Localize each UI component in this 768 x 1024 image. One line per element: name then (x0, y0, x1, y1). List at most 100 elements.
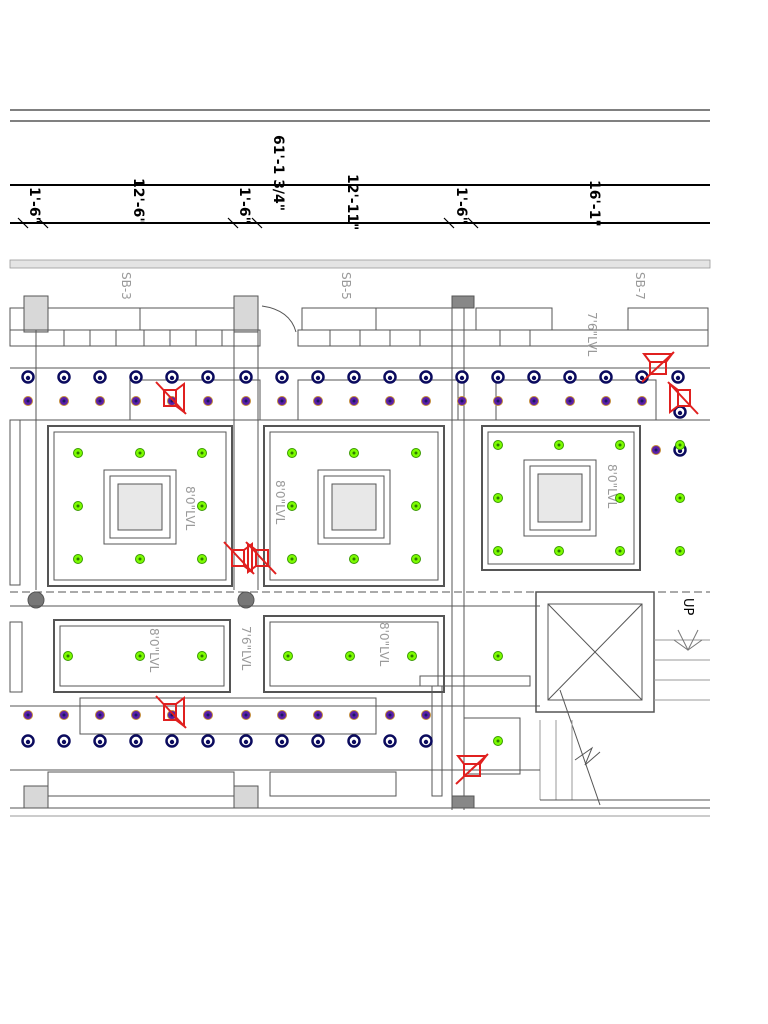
speaker-icon (245, 541, 277, 575)
beam-label: SB-5 (339, 272, 353, 300)
accent-light-icon (651, 445, 661, 455)
cove-light-icon (383, 370, 397, 384)
cove-light-icon (201, 370, 215, 384)
dimension-segment: 16'-1" (586, 180, 602, 227)
cove-light-icon (21, 734, 35, 748)
downlight-icon (675, 440, 685, 450)
downlight-icon (493, 546, 503, 556)
accent-light-icon (59, 710, 69, 720)
accent-light-icon (203, 710, 213, 720)
downlight-icon (287, 501, 297, 511)
downlight-icon (493, 651, 503, 661)
downlight-icon (287, 448, 297, 458)
accent-light-icon (131, 396, 141, 406)
cove-light-icon (239, 734, 253, 748)
cove-light-icon (239, 370, 253, 384)
accent-light-icon (59, 396, 69, 406)
cove-light-icon (311, 370, 325, 384)
level-label: 7'6"LVL (239, 626, 253, 671)
downlight-icon (493, 736, 503, 746)
level-label: 8'0"LVL (377, 622, 391, 667)
cove-light-icon (93, 370, 107, 384)
cove-light-icon (165, 734, 179, 748)
downlight-icon (197, 554, 207, 564)
cove-light-icon (165, 370, 179, 384)
accent-light-icon (637, 396, 647, 406)
beam-label: SB-3 (119, 272, 133, 300)
cove-light-icon (671, 370, 685, 384)
sheet-border (10, 109, 710, 122)
downlight-icon (411, 501, 421, 511)
accent-light-icon (385, 396, 395, 406)
dimension-segment: 12'-6" (130, 178, 146, 225)
cove-light-icon (419, 734, 433, 748)
exterior-wall (9, 259, 711, 269)
beam-label: SB-7 (633, 272, 647, 300)
dimension-segment: 1'-6" (236, 187, 252, 224)
accent-light-icon (565, 396, 575, 406)
cove-light-icon (347, 734, 361, 748)
level-label: 7'6"LVL (585, 312, 599, 357)
downlight-icon (554, 546, 564, 556)
downlight-icon (554, 440, 564, 450)
downlight-icon (493, 440, 503, 450)
downlight-icon (493, 493, 503, 503)
downlight-icon (135, 651, 145, 661)
linework (9, 295, 710, 817)
accent-light-icon (349, 710, 359, 720)
downlight-icon (135, 554, 145, 564)
cove-light-icon (93, 734, 107, 748)
cove-light-icon (419, 370, 433, 384)
accent-lights (23, 396, 661, 720)
downlight-icon (197, 651, 207, 661)
cove-light-icon (527, 370, 541, 384)
downlight-icon (73, 448, 83, 458)
accent-light-icon (277, 710, 287, 720)
cove-lights (21, 370, 687, 748)
cove-light-icon (129, 734, 143, 748)
accent-light-icon (203, 396, 213, 406)
accent-light-icon (23, 710, 33, 720)
accent-light-icon (23, 396, 33, 406)
cove-light-icon (563, 370, 577, 384)
cove-light-icon (57, 734, 71, 748)
downlight-icon (63, 651, 73, 661)
dimension-segment: 12'-11" (344, 174, 360, 230)
speaker-icon (641, 351, 675, 383)
stair-up-label: UP (680, 598, 695, 616)
level-labels: 8'0"LVL 8'0"LVL 8'0"LVL 8'0"LVL 8'0"LVL … (147, 312, 695, 673)
downlight-icon (345, 651, 355, 661)
downlight-icon (283, 651, 293, 661)
downlight-icon (197, 448, 207, 458)
cove-light-icon (491, 370, 505, 384)
downlight-icon (675, 546, 685, 556)
speaker-icon (455, 753, 489, 785)
level-label: 8'0"LVL (605, 464, 619, 509)
accent-light-icon (313, 710, 323, 720)
downlight-icon (615, 440, 625, 450)
downlight-icon (615, 493, 625, 503)
accent-light-icon (385, 710, 395, 720)
dimension-segment: 1'-6" (453, 187, 469, 224)
dimension-lines (10, 184, 710, 229)
accent-light-icon (95, 710, 105, 720)
cove-light-icon (383, 734, 397, 748)
accent-light-icon (421, 396, 431, 406)
downlight-icon (349, 554, 359, 564)
downlight-icon (675, 493, 685, 503)
accent-light-icon (457, 396, 467, 406)
accent-light-icon (421, 710, 431, 720)
speaker-icon (155, 695, 187, 729)
dimension-segment: 1'-6" (26, 187, 42, 224)
level-label: 8'0"LVL (183, 486, 197, 531)
downlight-icon (287, 554, 297, 564)
cove-light-icon (201, 734, 215, 748)
level-label: 8'0"LVL (147, 628, 161, 673)
cove-light-icon (347, 370, 361, 384)
cove-light-icon (129, 370, 143, 384)
accent-light-icon (601, 396, 611, 406)
downlight-icon (135, 448, 145, 458)
beam-labels: SB-3 SB-5 SB-7 (119, 272, 647, 300)
accent-light-icon (241, 710, 251, 720)
